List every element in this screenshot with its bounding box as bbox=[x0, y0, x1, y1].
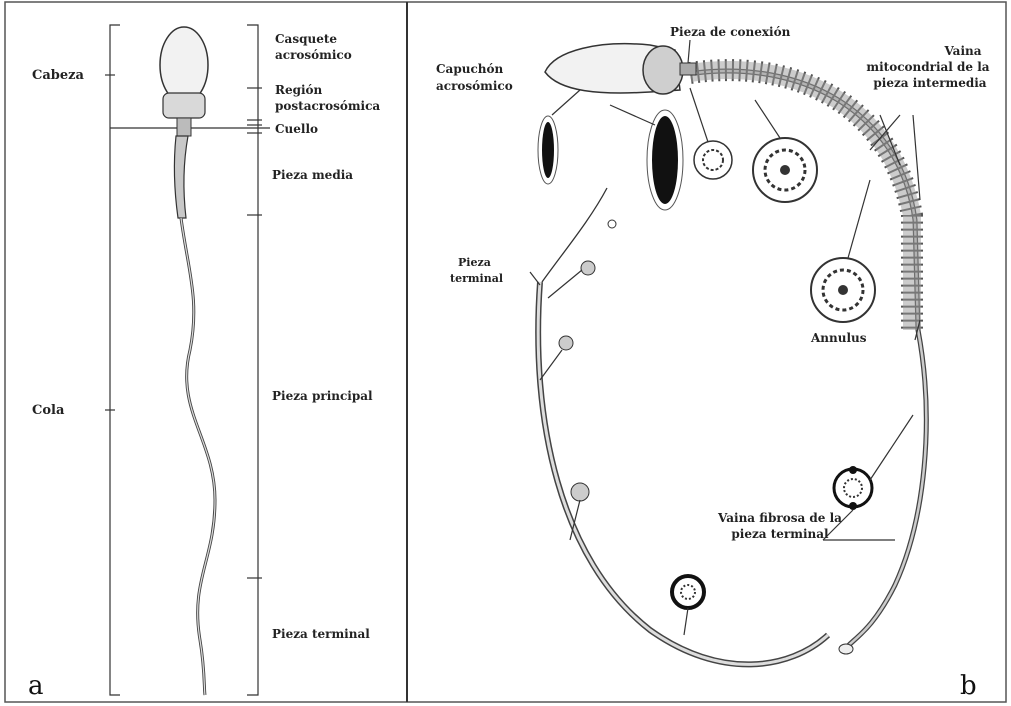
label-annulus: Annulus bbox=[810, 331, 867, 345]
label-terminal-piece-b-1: Pieza bbox=[458, 256, 491, 269]
cross-section-tiny-1 bbox=[608, 220, 616, 228]
label-post-region-1: Región bbox=[275, 83, 323, 97]
cross-section-tiny-2 bbox=[581, 261, 595, 275]
label-neck: Cuello bbox=[275, 122, 318, 136]
panel-a: Cabeza Cola Casquete acrosómico Región p… bbox=[28, 25, 380, 701]
cross-section-midpiece-2 bbox=[811, 258, 875, 322]
label-mito-sheath-1: Vaina bbox=[943, 44, 981, 58]
label-acrosome-cap-2: acrosómico bbox=[275, 48, 352, 62]
label-middle-piece: Pieza media bbox=[272, 168, 353, 182]
connecting-piece-b bbox=[680, 63, 696, 75]
label-acrosome-cap-1: Casquete bbox=[275, 32, 337, 46]
terminal-fiber-b bbox=[542, 188, 607, 282]
cross-section-neck bbox=[694, 141, 732, 179]
cross-section-principal-2 bbox=[834, 466, 872, 510]
post-acrosomal-region-a bbox=[163, 93, 205, 118]
cross-section-tiny-4 bbox=[571, 483, 589, 501]
label-connecting-piece: Pieza de conexión bbox=[670, 25, 791, 39]
label-mito-sheath-2: mitocondrial de la bbox=[866, 60, 989, 74]
label-acrosomal-cap-1: Capuchón bbox=[436, 62, 503, 76]
label-tail: Cola bbox=[32, 403, 65, 418]
midpiece-a bbox=[174, 136, 188, 218]
nucleus-b bbox=[643, 46, 683, 94]
label-terminal-piece-a: Pieza terminal bbox=[272, 627, 370, 641]
tail-end-cap-b bbox=[839, 644, 853, 654]
cross-section-tiny-3 bbox=[559, 336, 573, 350]
mitochondrial-sheath-b bbox=[690, 70, 912, 330]
sperm-drawing-a bbox=[160, 27, 215, 695]
left-bracket bbox=[110, 25, 120, 695]
panel-letter-b: b bbox=[960, 671, 977, 701]
label-mito-sheath-3: pieza intermedia bbox=[873, 76, 986, 90]
cross-section-midpiece-1 bbox=[753, 138, 817, 202]
panel-b: Pieza de conexión Capuchón acrosómico Va… bbox=[436, 25, 990, 701]
label-principal-piece: Pieza principal bbox=[272, 389, 373, 403]
sperm-head-a bbox=[160, 27, 208, 103]
label-post-region-2: postacrosómica bbox=[275, 99, 380, 113]
label-head: Cabeza bbox=[32, 68, 85, 83]
panel-letter-a: a bbox=[28, 671, 44, 701]
neck-a bbox=[177, 118, 191, 136]
label-acrosomal-cap-2: acrosómico bbox=[436, 79, 513, 93]
cross-section-principal-1 bbox=[672, 576, 704, 608]
label-terminal-piece-b-2: terminal bbox=[450, 272, 503, 285]
label-fibrous-sheath-1: Vaina fibrosa de la bbox=[717, 511, 842, 525]
label-fibrous-sheath-2: pieza terminal bbox=[731, 527, 829, 541]
